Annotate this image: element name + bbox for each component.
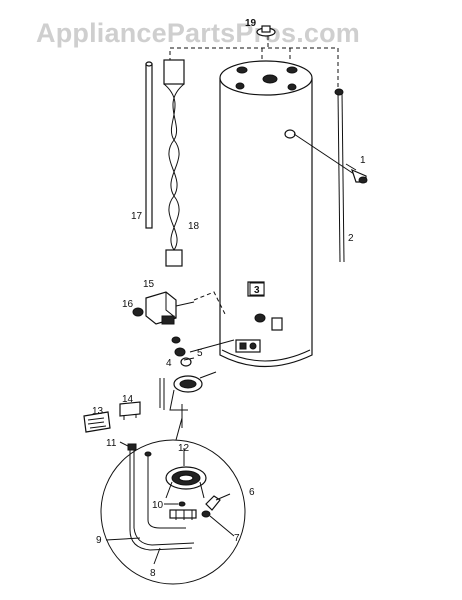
part-2-anode-rod xyxy=(334,88,345,263)
callout-12: 12 xyxy=(178,443,190,454)
callout-14: 14 xyxy=(122,394,134,405)
part-18-flue-baffle xyxy=(163,59,185,267)
callout-9: 9 xyxy=(96,535,102,546)
callout-16: 16 xyxy=(122,299,134,310)
part-13-shield xyxy=(83,411,111,433)
callout-11: 11 xyxy=(106,438,117,449)
burner-assembly xyxy=(159,371,217,428)
callout-19: 19 xyxy=(245,18,257,29)
part-19-fitting xyxy=(256,25,276,37)
callout-6: 6 xyxy=(249,487,255,498)
water-heater-tank xyxy=(219,60,313,368)
leader-lines xyxy=(105,163,357,565)
watermark-text: AppliancePartsPros.com xyxy=(36,18,360,48)
callout-1: 1 xyxy=(360,155,366,166)
callout-13: 13 xyxy=(92,406,104,417)
part-16-knob xyxy=(132,307,144,317)
callouts: 19 1 2 17 18 3 15 16 5 4 14 13 11 12 10 … xyxy=(92,18,366,579)
callout-4: 4 xyxy=(166,358,172,369)
callout-3: 3 xyxy=(254,285,260,296)
detail-circle xyxy=(100,439,246,585)
callout-5: 5 xyxy=(197,348,203,359)
callout-10: 10 xyxy=(152,500,164,511)
callout-2: 2 xyxy=(348,233,354,244)
part-17-dip-tube xyxy=(145,61,153,229)
callout-8: 8 xyxy=(150,568,156,579)
callout-17: 17 xyxy=(131,211,143,222)
part-14-bracket xyxy=(119,401,141,420)
part-15-gas-control-valve xyxy=(145,291,227,325)
callout-18: 18 xyxy=(188,221,200,232)
callout-15: 15 xyxy=(143,279,155,290)
part-1-drain-valve xyxy=(293,133,368,184)
callout-7: 7 xyxy=(234,533,240,544)
part-4-5-fittings xyxy=(171,336,235,367)
part-3-box xyxy=(249,282,265,296)
